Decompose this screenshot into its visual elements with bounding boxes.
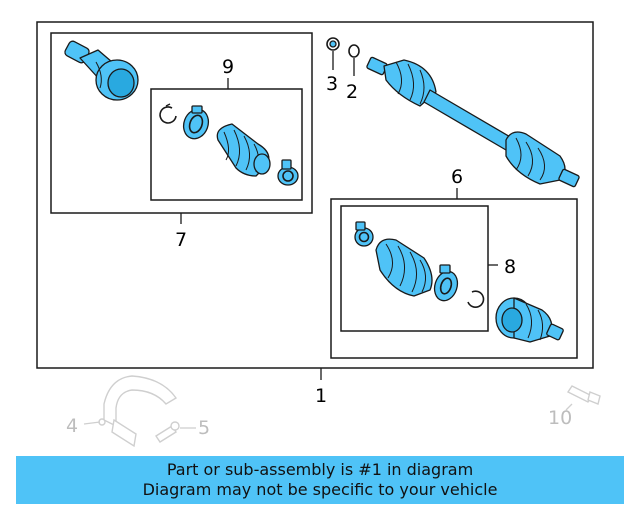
axle-washer-2[interactable] <box>348 44 360 58</box>
leader-4 <box>83 421 101 425</box>
assembly-frame <box>36 21 594 369</box>
inner-snap-ring[interactable] <box>159 103 177 124</box>
callout-4[interactable]: 4 <box>66 415 78 437</box>
callout-6[interactable]: 6 <box>451 166 463 188</box>
leader-10 <box>565 403 573 411</box>
heat-shield-bolt-ghost <box>155 421 180 443</box>
callout-9[interactable]: 9 <box>222 56 234 78</box>
inner-joint-housing[interactable] <box>64 40 139 101</box>
outer-boot-clamp-small[interactable] <box>354 221 374 247</box>
outer-cv-joint[interactable] <box>495 297 564 343</box>
axle-bolt-ghost <box>566 385 601 405</box>
callout-10[interactable]: 10 <box>548 407 572 429</box>
info-banner: Part or sub-assembly is #1 in diagram Di… <box>16 456 624 504</box>
half-shaft-axle[interactable] <box>366 56 580 188</box>
callout-1[interactable]: 1 <box>315 385 327 407</box>
callout-8[interactable]: 8 <box>504 256 516 278</box>
heat-shield-ghost <box>98 375 178 448</box>
inner-boot-clamp-small[interactable] <box>277 159 299 186</box>
axle-nut-3[interactable] <box>326 37 340 51</box>
inner-cv-boot[interactable] <box>216 123 271 177</box>
outer-snap-ring[interactable] <box>467 290 485 308</box>
banner-line-1: Part or sub-assembly is #1 in diagram <box>166 460 474 479</box>
box-outer-joint <box>330 198 578 359</box>
banner-line-2: Diagram may not be specific to your vehi… <box>142 480 498 499</box>
callout-2[interactable]: 2 <box>346 81 358 103</box>
inner-boot-clamp-large[interactable] <box>180 105 213 142</box>
callout-7[interactable]: 7 <box>175 229 187 251</box>
outer-cv-boot[interactable] <box>375 238 433 297</box>
callout-3[interactable]: 3 <box>326 73 338 95</box>
callout-5[interactable]: 5 <box>198 417 210 439</box>
outer-boot-clamp-large[interactable] <box>431 264 461 304</box>
parts-diagram: 1 2 3 4 5 6 7 8 9 10 <box>36 21 601 448</box>
box-outer-boot-kit <box>340 205 489 332</box>
box-inner-boot-kit <box>150 88 303 201</box>
